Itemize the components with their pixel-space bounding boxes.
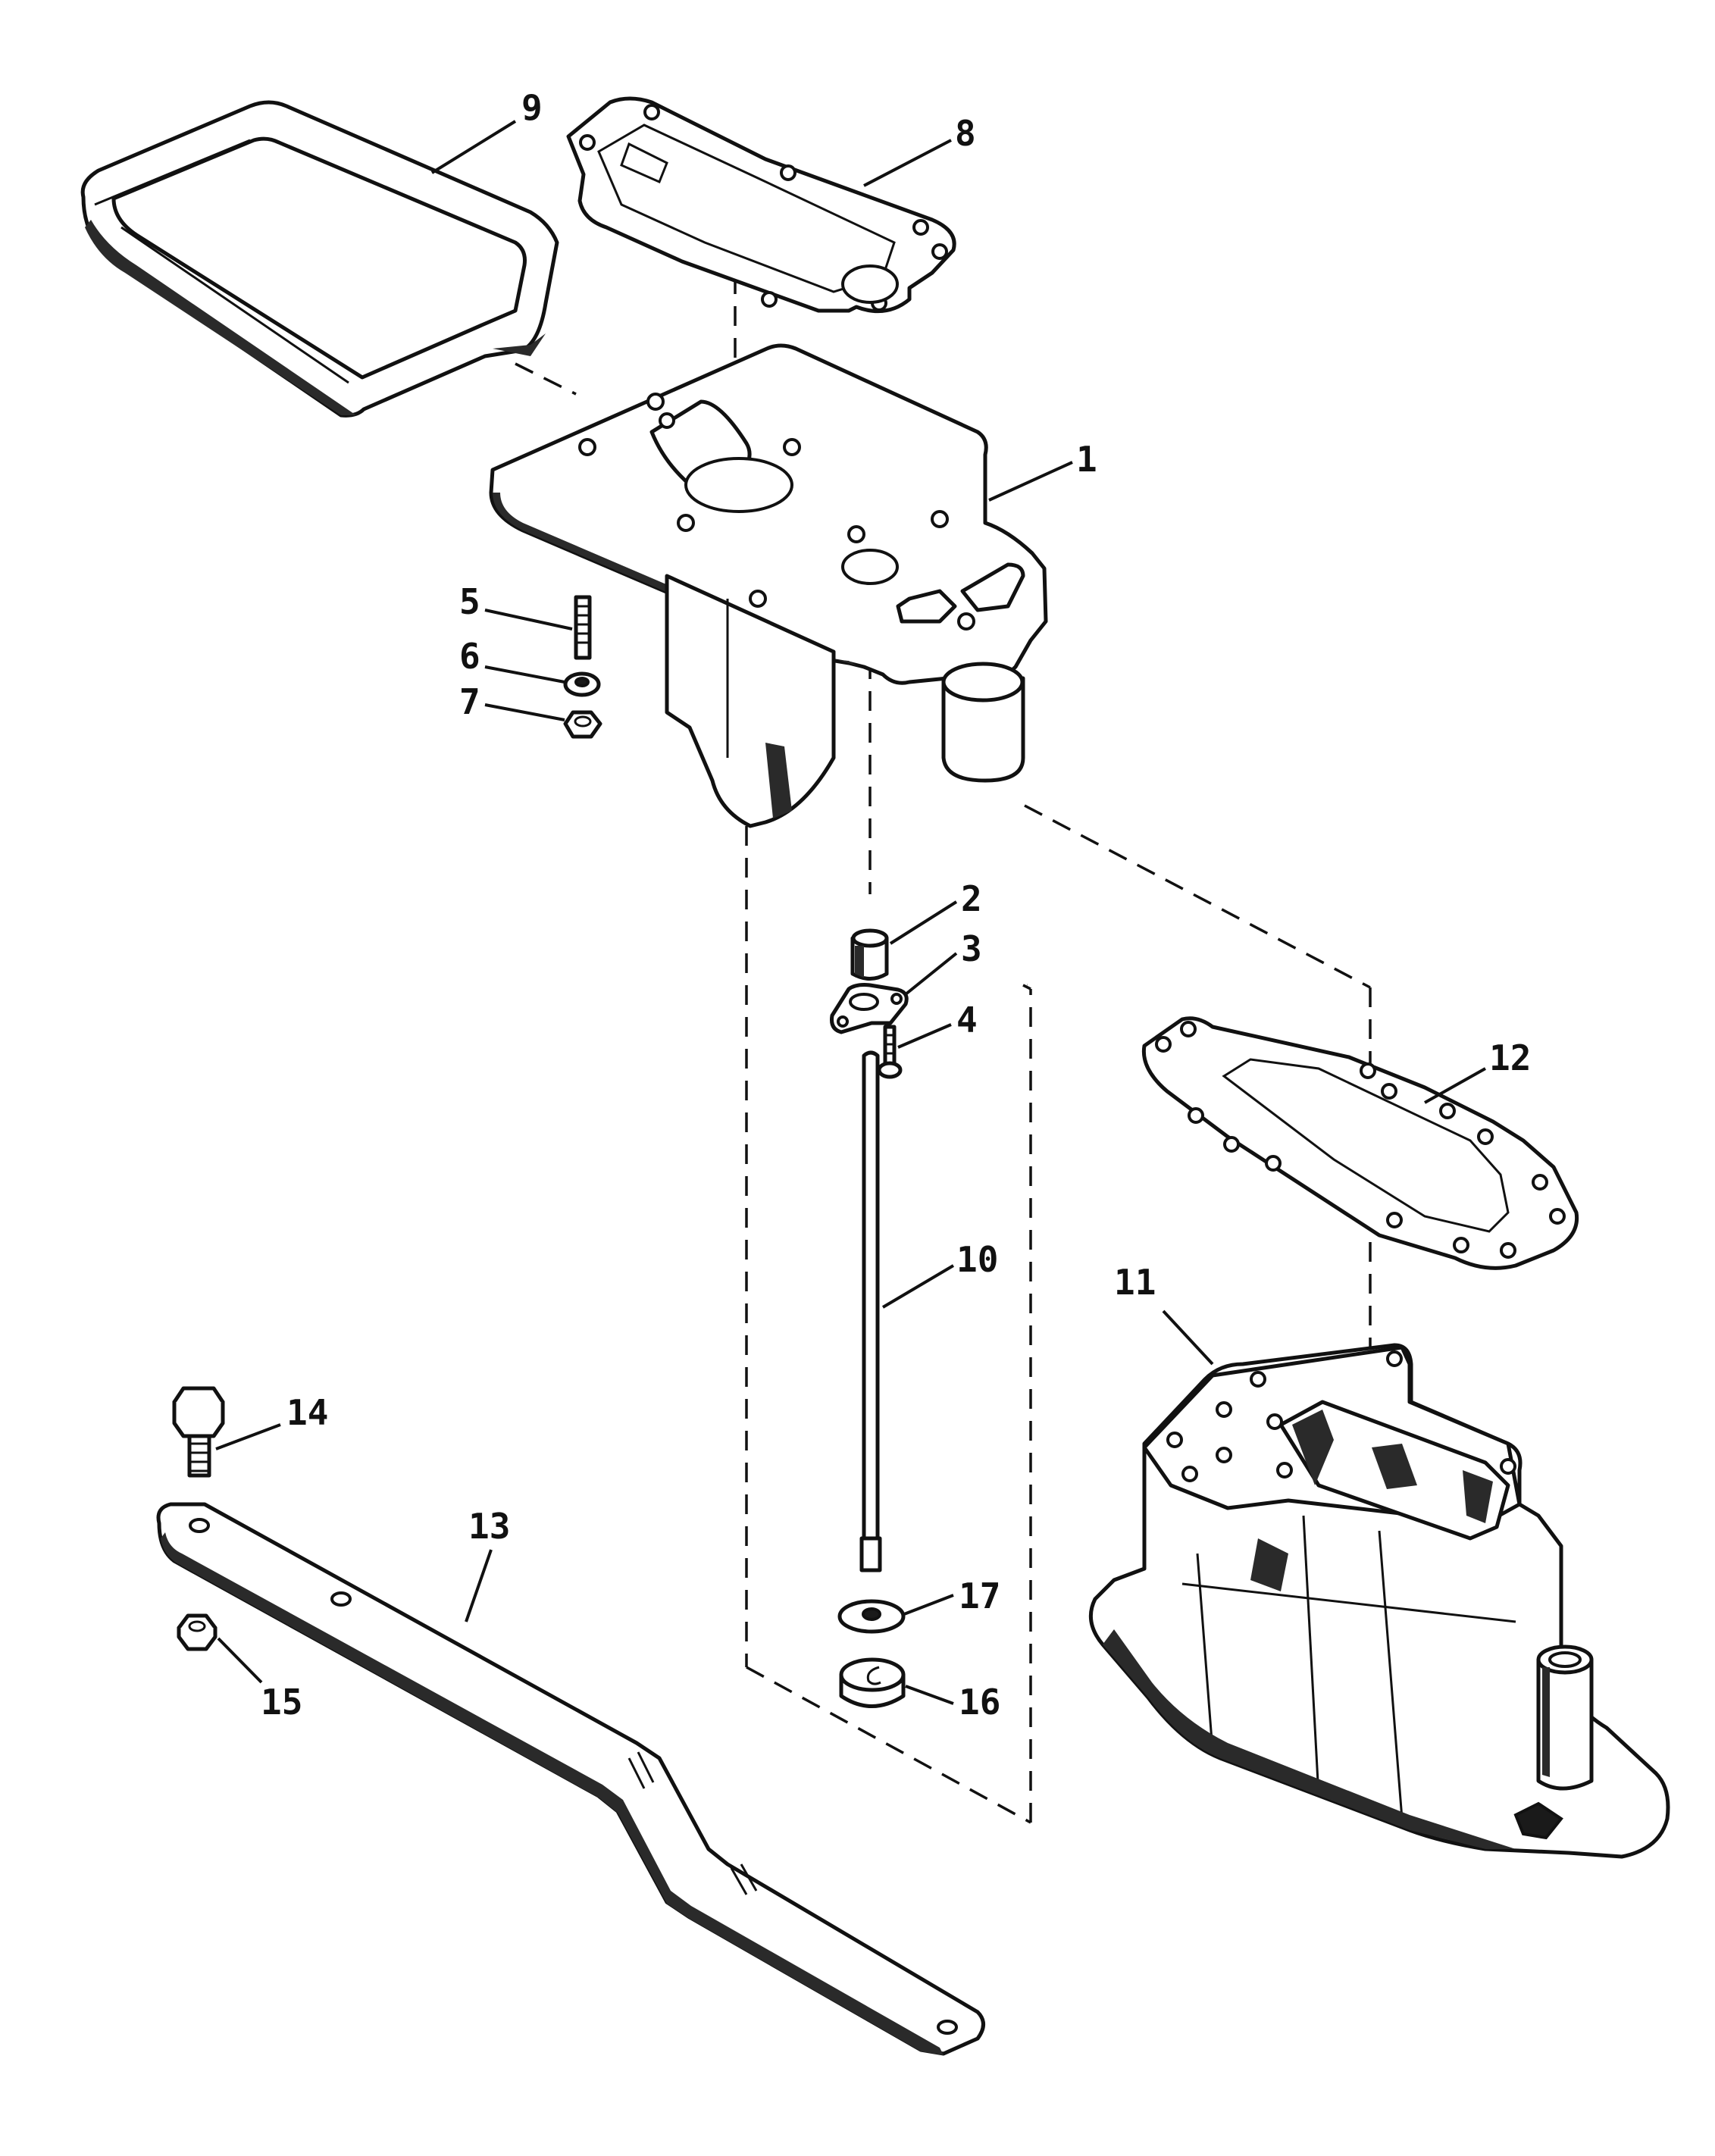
callout-13: 13 [468,1506,510,1547]
part-12-gasket [1141,1016,1579,1270]
callout-5: 5 [459,581,480,622]
callout-2: 2 [961,878,982,919]
callout-11: 11 [1114,1262,1156,1303]
callout-8: 8 [955,113,976,154]
part-16-grommet [839,1657,906,1708]
part-1-adapter-plate [489,343,1048,828]
callout-14: 14 [286,1392,328,1433]
callout-17: 17 [959,1576,1000,1616]
part-6-washer [563,671,601,697]
callout-10: 10 [956,1239,998,1280]
part-3-retainer [830,983,909,1034]
part-13-link-bar [156,1502,985,2056]
part-2-bushing [850,928,889,981]
part-4-screw [877,1025,903,1079]
part-17-washer [837,1599,906,1634]
callout-15: 15 [261,1682,302,1723]
part-9-seal [80,100,559,418]
leader-lines [215,120,1486,1705]
part-8-gasket [566,96,956,314]
callout-9: 9 [521,87,543,128]
part-5-stud [574,595,592,660]
part-15-nut [177,1613,218,1651]
callout-7: 7 [459,681,480,722]
part-7-nut [563,710,602,739]
callout-16: 16 [959,1682,1000,1723]
callouts: 1 2 3 4 5 6 7 8 9 10 11 12 13 14 15 16 1… [261,87,1531,1723]
callout-4: 4 [956,1000,978,1040]
part-11-exhaust-housing [1088,1343,1670,1859]
callout-3: 3 [961,928,982,969]
part-14-bolt [172,1386,225,1478]
callout-6: 6 [459,636,480,677]
part-10-shift-rod [859,1050,882,1572]
callout-1: 1 [1076,439,1097,480]
callout-12: 12 [1489,1037,1531,1078]
